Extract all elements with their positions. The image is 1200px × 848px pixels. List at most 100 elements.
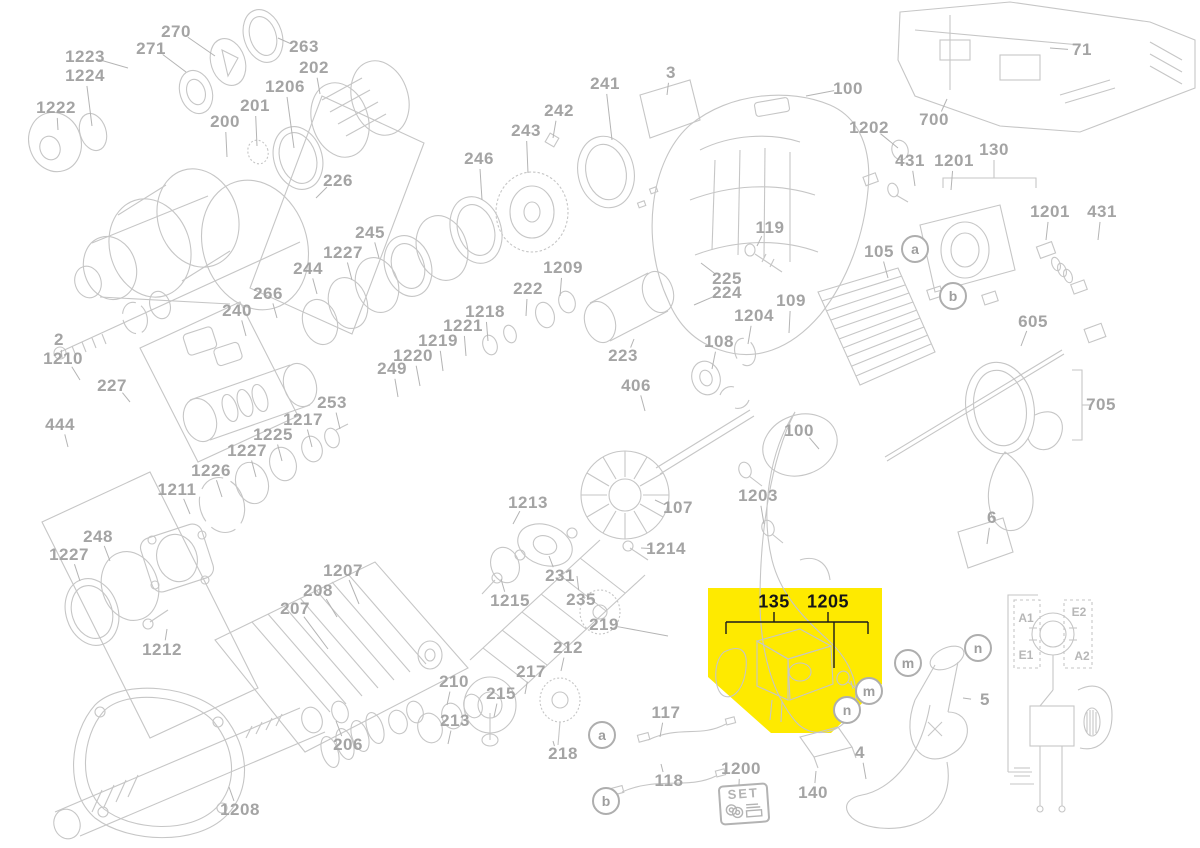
part-label-249: 249: [377, 359, 407, 378]
part-label-71: 71: [1072, 40, 1092, 59]
part-label-130: 130: [979, 140, 1009, 159]
leader-1222: [56, 117, 59, 131]
leader-224: [693, 295, 715, 306]
leader-210: [446, 691, 451, 706]
leader-5: [962, 697, 972, 700]
part-label-210: 210: [439, 672, 469, 691]
part-label-1205: 1205: [806, 591, 850, 612]
part-label-1201: 1201: [934, 151, 974, 170]
part-label-118: 118: [654, 771, 684, 790]
leader-108: [711, 351, 716, 370]
callout-a: a: [588, 721, 616, 749]
part-label-201: 201: [240, 96, 270, 115]
terminal-label-A2: A2: [1074, 649, 1090, 663]
leader-431: [912, 170, 916, 187]
leader-6: [986, 527, 990, 545]
leader-227: [122, 392, 131, 403]
leader-248: [103, 545, 111, 562]
leader-253: [335, 412, 341, 430]
part-label-431: 431: [895, 151, 925, 170]
part-label-222: 222: [513, 279, 543, 298]
leader-1204: [747, 325, 752, 345]
part-label-1203: 1203: [738, 486, 778, 505]
part-label-248: 248: [83, 527, 113, 546]
leader-1217: [306, 429, 313, 448]
leader-700: [940, 98, 948, 112]
leader-249: [394, 378, 399, 398]
leader-4: [862, 762, 867, 780]
highlight-bracket: [725, 612, 869, 668]
part-label-219: 219: [589, 615, 619, 634]
set-box-icons: [725, 803, 763, 819]
part-label-1202: 1202: [849, 118, 889, 137]
leader-1203: [760, 505, 765, 525]
set-box: SET: [717, 782, 771, 826]
leader-117: [659, 722, 664, 738]
leader-201: [255, 115, 258, 147]
part-label-226: 226: [323, 171, 353, 190]
callout-n: n: [833, 696, 861, 724]
leader-2: [60, 349, 63, 359]
leader-1214: [640, 547, 653, 550]
part-label-263: 263: [289, 37, 319, 56]
terminal-label-E2: E2: [1071, 605, 1087, 619]
part-label-4: 4: [855, 743, 865, 762]
part-label-1213: 1213: [508, 493, 548, 512]
leader-1227: [73, 564, 81, 582]
part-label-1223: 1223: [65, 47, 105, 66]
part-label-135: 135: [758, 591, 790, 612]
parts-drawing: [28, 1, 1196, 840]
leader-605: [1020, 330, 1028, 347]
part-label-231: 231: [545, 566, 575, 585]
part-label-218: 218: [548, 744, 578, 763]
part-label-705: 705: [1086, 395, 1116, 414]
part-label-208: 208: [303, 581, 333, 600]
callout-a: a: [901, 235, 929, 263]
part-label-270: 270: [161, 22, 191, 41]
leader-1227: [346, 262, 353, 281]
leader-1220: [415, 365, 421, 387]
part-label-266: 266: [253, 284, 283, 303]
leader-1201: [1045, 221, 1049, 241]
leader-243: [526, 140, 529, 174]
part-label-1226: 1226: [191, 461, 231, 480]
leader-107: [654, 499, 665, 506]
part-label-105: 105: [864, 242, 894, 261]
leader-200: [225, 131, 228, 158]
leader-1208: [228, 786, 235, 802]
part-label-2: 2: [54, 330, 64, 349]
leader-246: [479, 168, 483, 201]
leader-1224: [86, 85, 93, 127]
leader-1223: [98, 58, 129, 69]
part-label-406: 406: [621, 376, 651, 395]
part-label-1215: 1215: [490, 591, 530, 610]
highlight-region: [708, 588, 882, 733]
leader-1219: [439, 350, 444, 372]
leader-118: [660, 763, 664, 773]
part-label-5: 5: [980, 690, 990, 709]
leader-444: [64, 434, 69, 448]
leader-215: [493, 703, 498, 718]
leader-223: [630, 338, 635, 348]
part-label-217: 217: [516, 662, 546, 681]
part-label-243: 243: [511, 121, 541, 140]
leader-271: [162, 54, 187, 73]
part-label-1209: 1209: [543, 258, 583, 277]
leader-1218: [485, 321, 489, 342]
callout-b: b: [939, 282, 967, 310]
leader-1206: [286, 96, 295, 149]
part-label-225: 225: [712, 269, 742, 288]
leader-208: [325, 598, 338, 618]
leader-406: [640, 395, 646, 412]
leader-235: [576, 575, 580, 591]
part-label-1210: 1210: [43, 349, 83, 368]
leader-431: [1097, 221, 1101, 241]
part-label-1201: 1201: [1030, 202, 1070, 221]
leader-1202: [880, 133, 899, 149]
leader-109: [788, 310, 791, 334]
leader-1201: [950, 170, 954, 191]
leader-1226: [215, 480, 223, 498]
part-label-1206: 1206: [265, 77, 305, 96]
